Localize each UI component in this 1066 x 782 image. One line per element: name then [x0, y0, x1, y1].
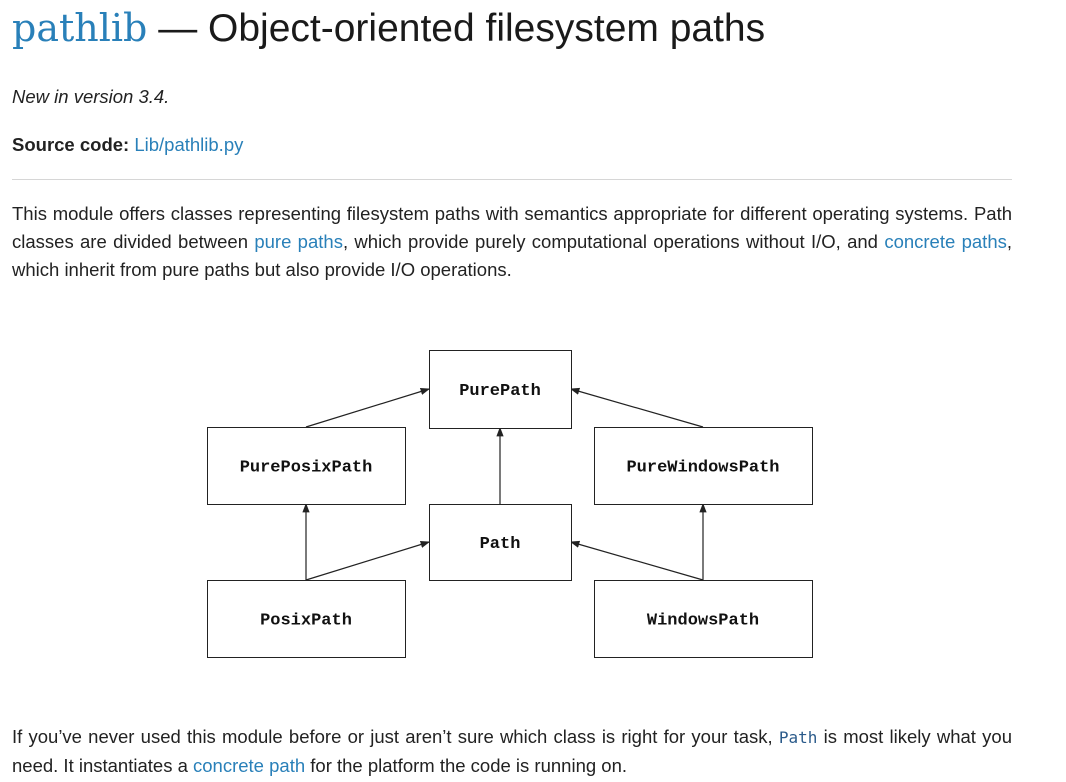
version-note: New in version 3.4.	[12, 86, 170, 107]
class-node-purewindowspath: PureWindowsPath	[594, 427, 813, 505]
concrete-path-link[interactable]: concrete path	[193, 755, 306, 776]
outro-paragraph: If you’ve never used this module before …	[12, 723, 1012, 780]
page-title: pathlib — Object-oriented filesystem pat…	[12, 6, 765, 51]
class-node-box	[429, 504, 572, 581]
class-node-label: PurePosixPath	[240, 459, 373, 478]
inheritance-arrow	[305, 388, 431, 428]
class-node-box	[594, 427, 813, 505]
class-node-pureposixpath: PurePosixPath	[207, 427, 406, 505]
class-node-label: Path	[480, 535, 521, 554]
source-label: Source code:	[12, 134, 130, 155]
title-text: — Object-oriented filesystem paths	[147, 7, 766, 50]
class-node-label: PosixPath	[260, 612, 352, 631]
class-node-posixpath: PosixPath	[207, 580, 406, 658]
source-link[interactable]: Lib/pathlib.py	[134, 134, 244, 155]
source-code-line: Source code: Lib/pathlib.py	[12, 131, 1012, 159]
outro-text: If you’ve never used this module before …	[12, 726, 779, 747]
path-code: Path	[778, 728, 818, 747]
intro-text: , which inherit from pure paths but also…	[12, 231, 1012, 280]
intro-text: This module offers classes representing …	[12, 203, 1012, 252]
module-name: pathlib	[12, 6, 148, 50]
pure-paths-link[interactable]: pure paths	[254, 231, 343, 252]
class-node-box	[594, 580, 813, 658]
class-node-box	[207, 427, 406, 505]
intro-paragraph: This module offers classes representing …	[12, 200, 1012, 284]
intro-text: , which provide purely computational ope…	[342, 231, 885, 252]
inheritance-arrow	[569, 540, 704, 581]
class-node-purepath: PurePath	[429, 350, 572, 429]
class-node-box	[207, 580, 406, 658]
inheritance-arrow	[305, 541, 431, 581]
class-node-box	[429, 350, 572, 429]
class-node-label: WindowsPath	[647, 612, 759, 631]
outro-text: for the platform the code is running on.	[305, 755, 628, 776]
class-node-windowspath: WindowsPath	[594, 580, 813, 658]
inheritance-arrow	[569, 387, 704, 428]
class-node-label: PureWindowsPath	[626, 459, 779, 478]
class-node-label: PurePath	[459, 382, 541, 401]
divider	[12, 179, 1012, 180]
outro-text: is most likely what you need. It instant…	[12, 726, 1012, 776]
concrete-paths-link[interactable]: concrete paths	[884, 231, 1007, 252]
class-node-path: Path	[429, 504, 572, 581]
